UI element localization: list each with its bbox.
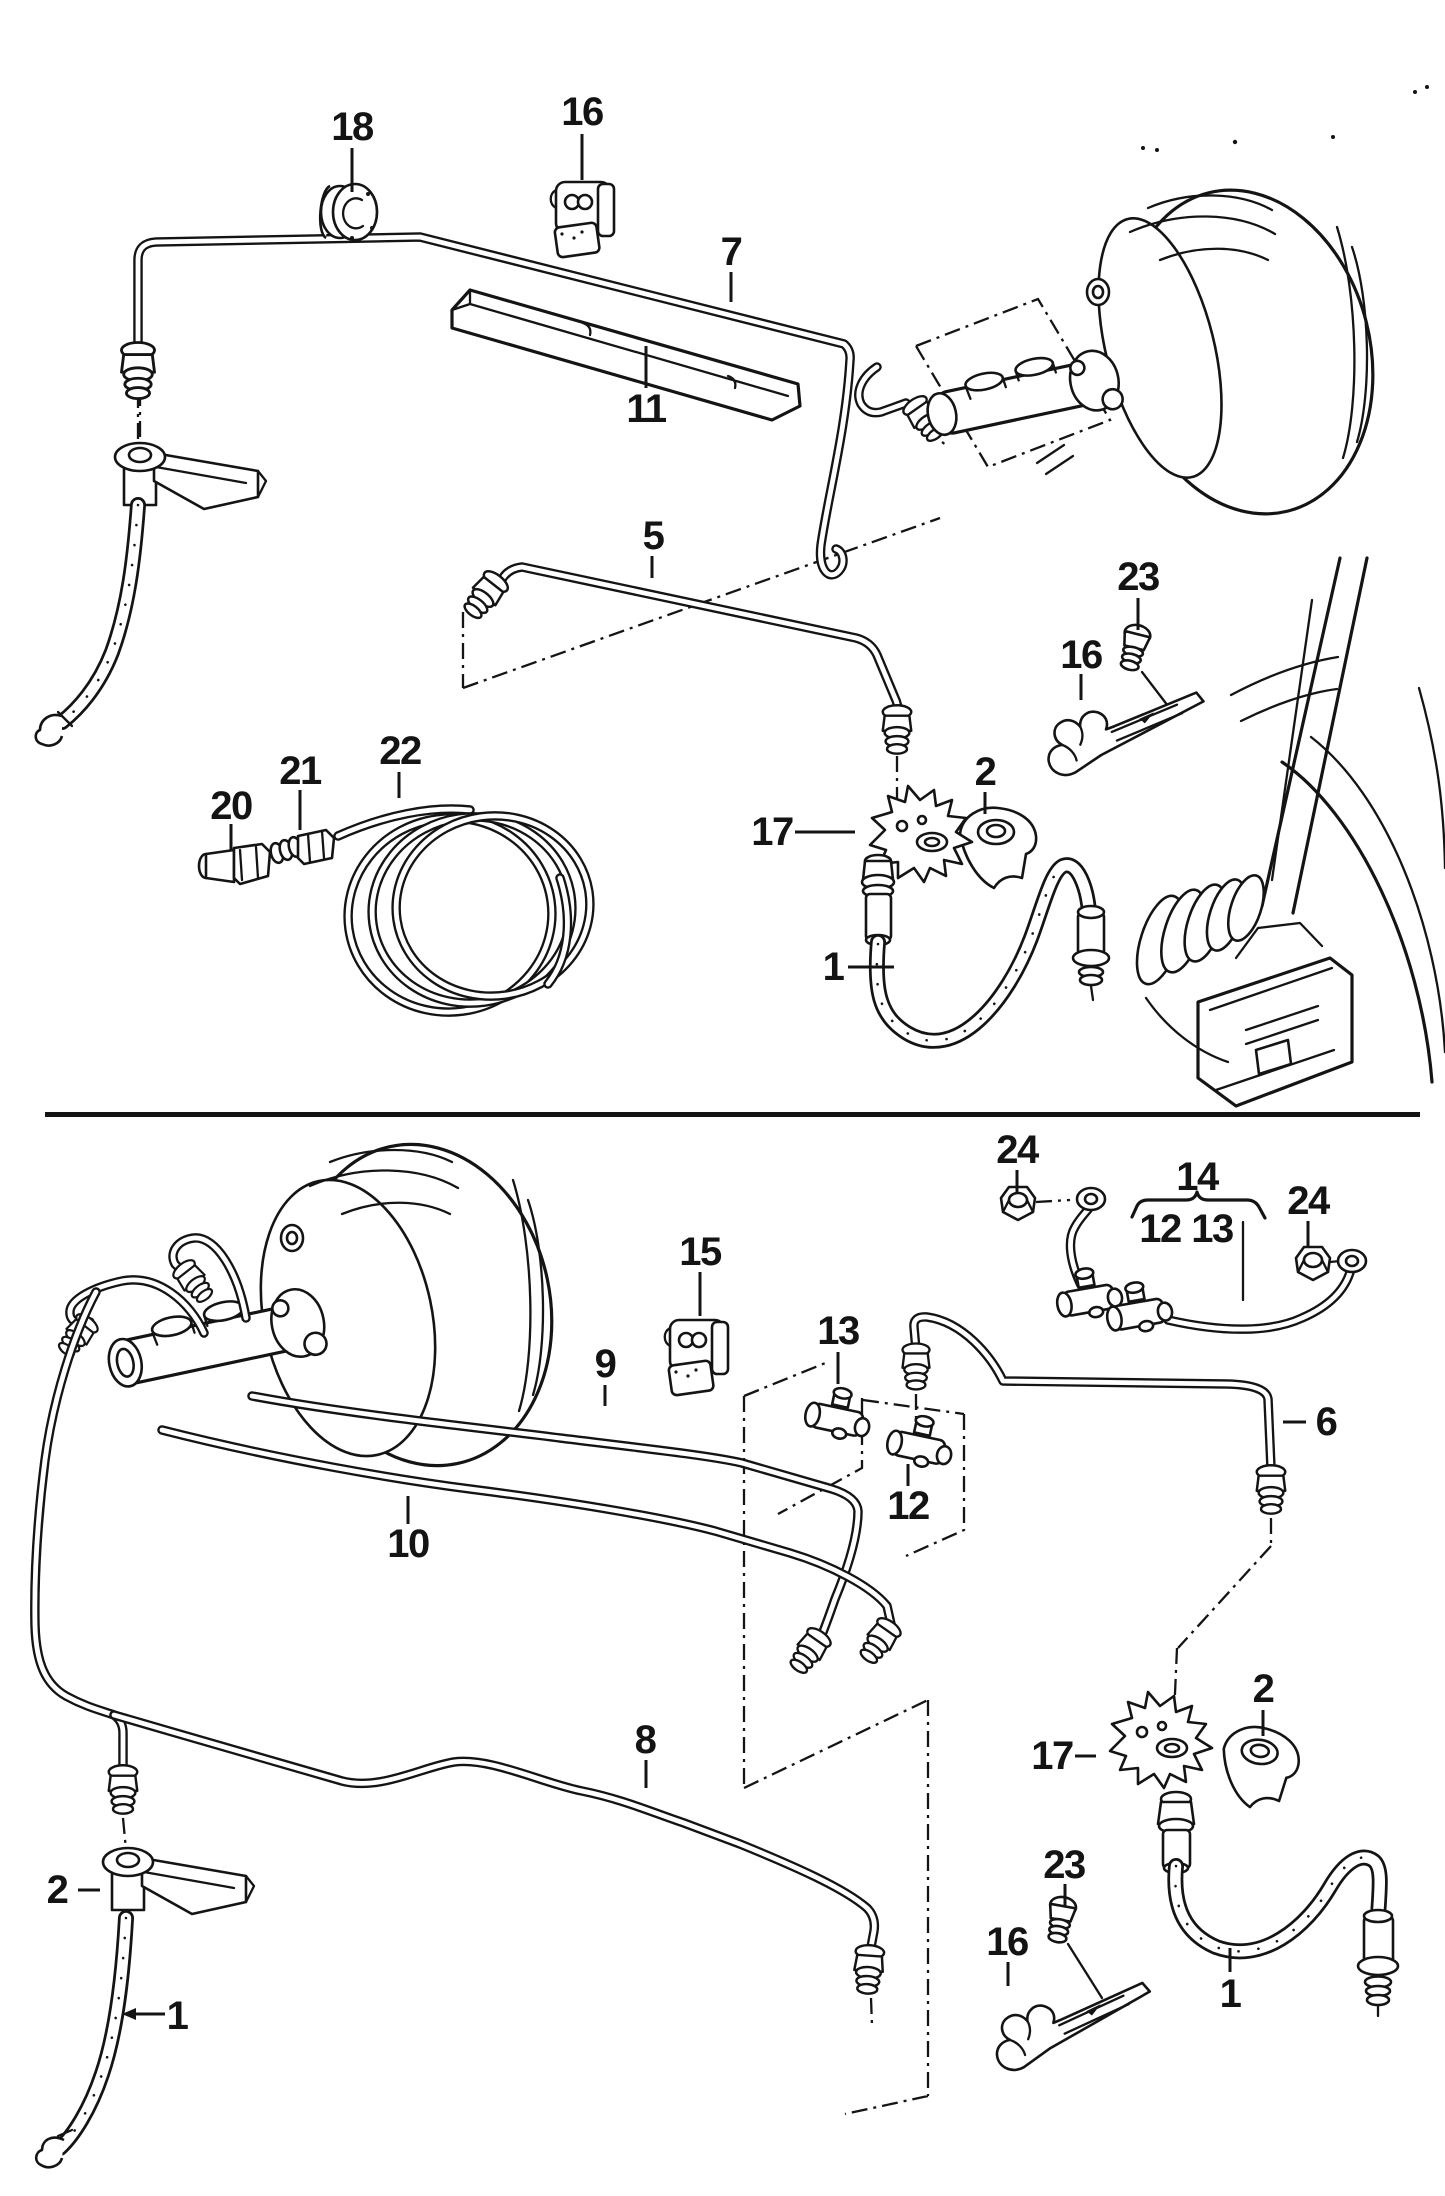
callout-leader-lines: [78, 134, 1310, 2020]
fork-bracket-16-bottom: [994, 1971, 1152, 2081]
dash-dot-construction-lines: [121, 390, 1341, 2116]
short-pipe-to-master-cylinder: [859, 367, 906, 413]
brake-hose-1-top: [877, 865, 1089, 1041]
callout-12: 12: [887, 1484, 930, 1528]
spring-clip-17-bottom: [1108, 1690, 1214, 1790]
callout-17-top: 17: [751, 810, 794, 854]
bolt-23-bottom: [1042, 1893, 1079, 1946]
callout-15: 15: [679, 1230, 722, 1274]
pipe-clamp-15: [663, 1318, 730, 1398]
union-fitting-below-clip: [860, 853, 896, 947]
pipe-union-fitting: [120, 341, 156, 401]
pipe-union-fitting: [851, 1943, 886, 1996]
hose-end-fitting-bottom-right: [1356, 1908, 1400, 2018]
callout-2-bottom-right: 2: [1252, 1667, 1275, 1711]
coiled-pipe-22: [335, 803, 601, 1025]
callout-14: 14: [1176, 1155, 1219, 1199]
callout-16-right: 16: [1060, 633, 1103, 677]
pipe-union-fitting: [854, 1613, 905, 1669]
callout-18-top: 18: [331, 105, 374, 149]
pipe-union-fitting: [881, 704, 913, 755]
top-section: [34, 180, 1445, 1108]
hatch-marks: [1035, 443, 1075, 476]
callout-17-bottom: 17: [1031, 1734, 1074, 1778]
bolt-pointer: [1140, 670, 1170, 708]
pressure-valve-12: [882, 1408, 960, 1474]
callout-24-left: 24: [996, 1128, 1039, 1172]
pressure-valve-13: [800, 1380, 878, 1446]
arrowhead: [122, 2008, 136, 2020]
callout-11: 11: [626, 387, 667, 431]
wheel-suspension-assembly: [1135, 556, 1445, 1108]
callout-16-bottom: 16: [986, 1920, 1029, 1964]
callout-1-bottom-left: 1: [166, 1994, 189, 2038]
brake-pipe-10: [162, 1430, 891, 1624]
callout-1-bottom-right: 1: [1219, 1972, 1242, 2016]
callout-21: 21: [279, 749, 322, 793]
hose-bracket-2-bottom: [101, 1846, 256, 1916]
fitting-21: [269, 828, 336, 866]
callout-1-top: 1: [822, 945, 845, 989]
brake-hose-1-bottom-left: [34, 1918, 126, 2169]
photocopy-specks: [1141, 85, 1429, 152]
master-cylinder-bottom: [107, 1288, 328, 1388]
regulator-assembly-14: [999, 1185, 1368, 1339]
callout-13-under-14: 13: [1191, 1207, 1234, 1251]
hose-end-fitting: [1071, 904, 1111, 1002]
brake-pipe-5: [500, 567, 898, 712]
master-cylinder-top: [926, 349, 1124, 437]
callout-7: 7: [720, 230, 743, 274]
callout-10: 10: [387, 1522, 430, 1566]
callout-6: 6: [1315, 1400, 1338, 1444]
driveshaft-boot: [1135, 874, 1266, 986]
bolt-23: [1114, 621, 1154, 675]
hose-clamp-2-bottom: [1214, 1721, 1305, 1815]
callout-24-right: 24: [1287, 1179, 1330, 1223]
grommet-18: [318, 182, 379, 242]
fork-bracket-16: [1045, 676, 1206, 790]
bottom-section: [34, 1142, 1400, 2169]
callout-20: 20: [210, 784, 253, 828]
brake-caliper: [1144, 921, 1354, 1108]
callout-9: 9: [594, 1342, 617, 1386]
callout-12-under-14: 12: [1139, 1207, 1182, 1251]
section-divider: [45, 1112, 1420, 1117]
pipe-union-fitting: [1255, 1464, 1287, 1515]
brake-booster-top: [1085, 188, 1375, 516]
brake-hose-1-bottom-right: [1175, 1857, 1379, 1951]
callout-2-bottom-left: 2: [46, 1868, 69, 1912]
callout-5: 5: [642, 514, 665, 558]
callout-23-top: 23: [1117, 555, 1160, 599]
flare-nut-24: [1294, 1245, 1332, 1282]
bolt-pointer: [1066, 1942, 1104, 2000]
left-hose-bracket-assembly: [34, 441, 268, 747]
fitting-20: [197, 842, 272, 886]
heat-shield-channel-11: [450, 288, 802, 422]
pipe-union-fitting: [901, 1342, 931, 1391]
hose-clamp-2: [958, 806, 1038, 890]
pipe-union-fitting: [107, 1764, 139, 1815]
brace-14: [1130, 1190, 1267, 1220]
callout-16-top: 16: [561, 90, 604, 134]
callout-2-top: 2: [974, 750, 997, 794]
callout-8: 8: [634, 1718, 657, 1762]
callout-23-bottom: 23: [1043, 1843, 1086, 1887]
brake-pipe-6: [914, 1317, 1271, 1468]
callout-22: 22: [379, 729, 422, 773]
callout-13: 13: [817, 1309, 860, 1353]
pipe-clamp-16: [549, 180, 616, 260]
